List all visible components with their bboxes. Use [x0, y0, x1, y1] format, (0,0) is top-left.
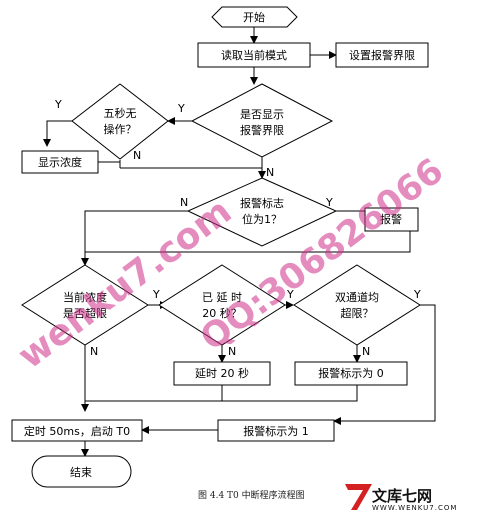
logo-sub-text: WWW.WENKU7.COM — [372, 504, 457, 512]
is-show-limit-diamond — [190, 83, 334, 158]
start-terminal — [211, 6, 298, 28]
watermark-qq: QQ:306826066 — [193, 151, 451, 359]
no-label-fivesec: N — [133, 149, 141, 162]
end-terminal — [31, 455, 132, 488]
yes-label-delay: Y — [286, 288, 294, 301]
no-label-flag: N — [180, 196, 188, 209]
edge-flag-no — [84, 210, 188, 265]
read-mode-box — [197, 42, 311, 68]
alarm-box — [364, 207, 419, 232]
no-label-conc: N — [90, 345, 98, 358]
set-limit-box — [335, 42, 429, 68]
show-conc-label: 显示浓度 — [38, 155, 82, 169]
flag0-box — [294, 361, 408, 386]
logo-mark-icon — [345, 484, 372, 510]
watermark: wenku7.com QQ:306826066 — [11, 151, 451, 377]
edge-delayaction-merge — [85, 385, 223, 402]
timer-label: 定时 50ms，启动 T0 — [24, 424, 130, 438]
delay20-label-2: 20 秒？ — [202, 306, 242, 320]
show-conc-box — [21, 150, 99, 174]
no-label-dual: N — [362, 345, 370, 358]
yes-label-fivesec: Y — [54, 98, 62, 111]
alarm-flag-label-1: 报警标志 — [240, 196, 284, 210]
read-mode-label: 读取当前模式 — [221, 48, 287, 62]
flag0-label: 报警标示为 0 — [318, 366, 384, 380]
alarm-flag-label-2: 位为1？ — [242, 212, 282, 226]
figure-caption: 图 4.4 T0 中断程序流程图 — [198, 489, 305, 501]
five-sec-label-2: 操作？ — [104, 122, 137, 136]
is-show-limit-label-2: 报警界限 — [240, 123, 284, 137]
start-label: 开始 — [243, 10, 265, 24]
no-label-delay: N — [228, 345, 236, 358]
set-limit-label: 设置报警界限 — [349, 48, 415, 62]
end-label: 结束 — [70, 466, 92, 479]
node-labels: 开始 读取当前模式 设置报警界限 是否显示 报警界限 五秒无 操作？ 显示浓度 … — [24, 10, 415, 479]
delay-action-label: 延时 20 秒 — [195, 366, 249, 380]
alarm-label: 报警 — [380, 212, 402, 226]
delay-action-box — [173, 361, 271, 386]
five-sec-diamond — [71, 83, 169, 160]
five-sec-label-1: 五秒无 — [104, 106, 137, 120]
conc-over-label-2: 是否超限 — [63, 306, 107, 320]
dual-over-label-1: 双通道均 — [335, 290, 379, 304]
flag1-label: 报警标示为 1 — [243, 424, 309, 438]
edge-dual-yes — [333, 304, 436, 425]
flag1-box — [217, 419, 335, 442]
delay20-diamond — [158, 264, 286, 346]
branch-labels: Y Y N N N Y Y Y Y N N N — [54, 98, 421, 358]
yes-label-dual: Y — [413, 288, 421, 301]
logo-main-text: 文库七网 — [372, 487, 432, 505]
shapes — [11, 6, 429, 488]
alarm-flag-diamond — [186, 177, 338, 247]
dual-over-label-2: 超限？ — [341, 306, 374, 320]
is-show-limit-label-1: 是否显示 — [240, 108, 284, 121]
site-logo: 文库七网 WWW.WENKU7.COM — [345, 484, 457, 512]
dual-over-diamond — [293, 264, 421, 346]
no-label-isshow: N — [266, 166, 274, 179]
edge-showconc-merge — [98, 160, 121, 163]
edge-fivesec-showconc — [43, 120, 72, 147]
connectors — [43, 27, 436, 457]
delay20-label-1: 已 延 时 — [202, 291, 242, 304]
yes-label-conc: Y — [152, 288, 160, 301]
timer-box — [11, 419, 143, 442]
conc-over-diamond — [21, 264, 149, 346]
conc-over-label-1: 当前浓度 — [63, 290, 107, 304]
edge-flag0-merge — [222, 385, 358, 402]
yes-label-isshow: Y — [177, 102, 185, 115]
yes-label-flag: Y — [325, 196, 333, 209]
